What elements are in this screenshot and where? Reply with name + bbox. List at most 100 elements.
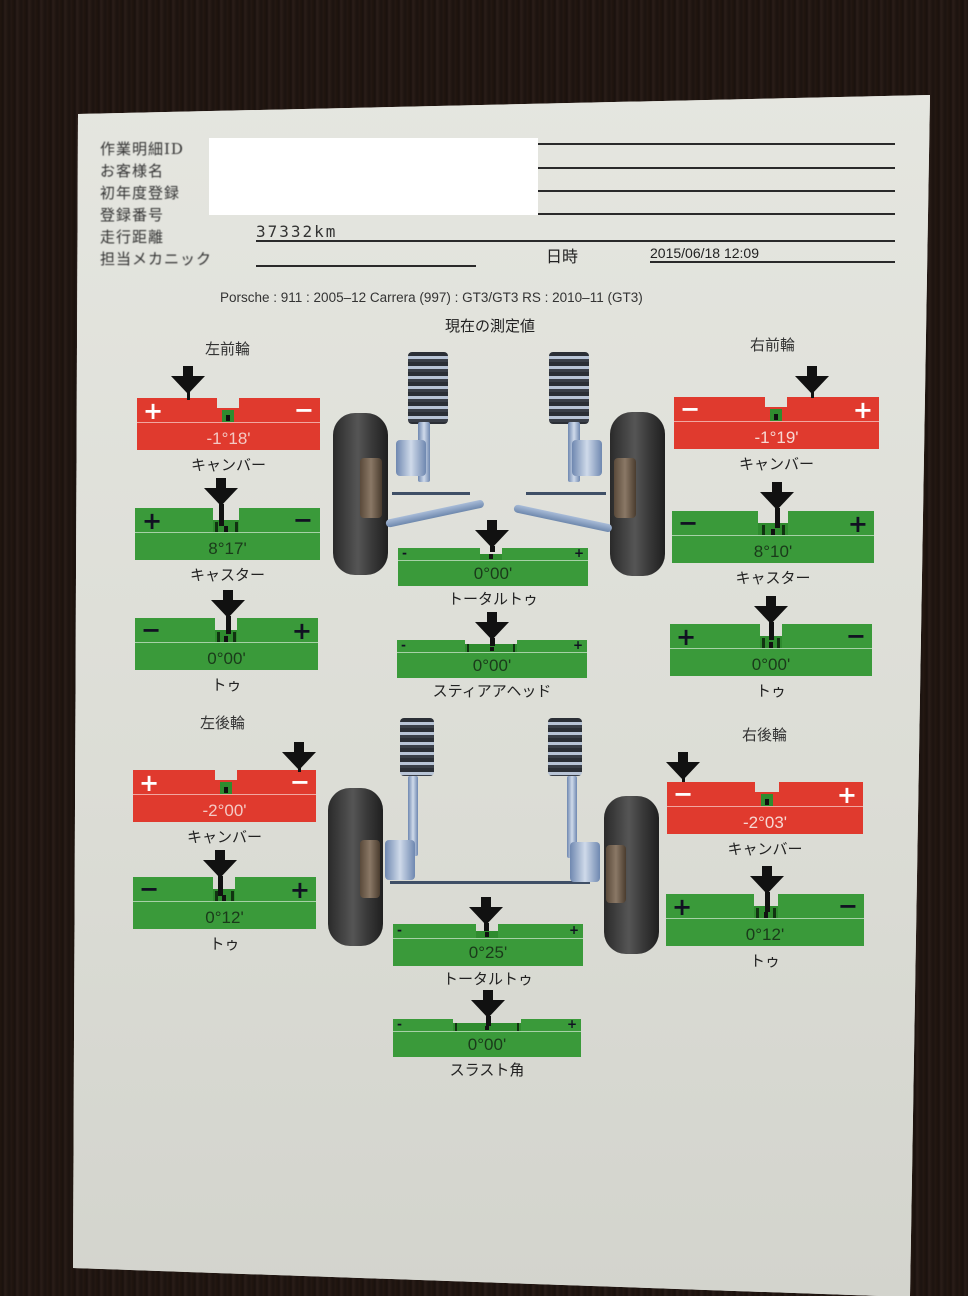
gauge-thrust-angle: - + 0°00' スラスト角 [393, 1017, 581, 1079]
redacted-block [209, 138, 538, 215]
camber-label: キャンバー [190, 456, 266, 474]
plus-sign-icon: + [836, 781, 857, 809]
label-work-id: 作業明細ID [100, 140, 184, 158]
minus-sign-icon: − [680, 395, 701, 423]
toe-label: トゥ [211, 676, 242, 694]
rear-right-carrier [570, 842, 600, 882]
caster-value: 8°17' [208, 539, 247, 558]
gauge-front-right-caster: − + 8°10' キャスター [672, 509, 874, 587]
gauge-rear-left-camber: + − -2°00' キャンバー [133, 768, 316, 846]
camber-label: キャンバー [727, 840, 803, 858]
total-toe-value: 0°25' [468, 943, 508, 962]
camber-label: キャンバー [186, 828, 262, 846]
plus-sign-icon: + [676, 623, 697, 651]
gauge-front-right-toe: + − 0°00' トゥ [670, 622, 872, 700]
caster-value: 8°10' [753, 542, 793, 561]
field-line-customer [538, 167, 895, 169]
front-left-hub [360, 458, 382, 518]
gauge-front-total-toe: - + 0°00' トータルトゥ [398, 546, 588, 608]
label-mechanic: 担当メカニック [100, 250, 213, 268]
front-left-knuckle [396, 440, 426, 476]
plus-sign-icon: + [568, 923, 579, 937]
minus-sign-icon: − [837, 892, 858, 920]
minus-sign-icon: − [139, 875, 160, 903]
field-line-mileage [256, 240, 895, 242]
caster-label: キャスター [189, 566, 265, 584]
camber-value: -1°18' [206, 429, 251, 448]
gauge-rear-left-toe: − + 0°12' トゥ [133, 875, 316, 953]
gauge-front-left-toe: − + 0°00' トゥ [135, 616, 318, 694]
vehicle-spec: Porsche : 911 : 2005–12 Carrera (997) : … [220, 290, 643, 305]
mileage-value: 37332km [256, 222, 338, 241]
minus-sign-icon: - [397, 923, 402, 937]
label-registration-number: 登録番号 [100, 206, 165, 224]
plus-sign-icon: + [142, 507, 163, 535]
label-mileage: 走行距離 [100, 228, 165, 246]
plus-sign-icon: + [139, 769, 160, 797]
front-left-spring [408, 352, 448, 424]
minus-sign-icon: - [402, 546, 407, 560]
total-toe-label: トータルトゥ [442, 970, 533, 988]
front-right-spring [549, 352, 589, 424]
field-line-date [650, 261, 895, 263]
steer-ahead-label: スティアアヘッド [432, 682, 552, 700]
front-right-hub [614, 458, 636, 518]
date-value: 2015/06/18 12:09 [650, 245, 759, 261]
plus-sign-icon: + [291, 617, 312, 645]
toe-value: 0°00' [207, 649, 246, 668]
front-left-tie-rod [392, 492, 470, 495]
field-line-registration-number [256, 213, 895, 215]
plus-sign-icon: + [289, 876, 310, 904]
toe-value: 0°12' [745, 925, 785, 944]
front-right-lower-arm [513, 504, 613, 533]
rear-left-carrier [385, 840, 415, 880]
front-right-knuckle [572, 440, 602, 476]
field-line-first-registration [538, 190, 895, 192]
minus-sign-icon: − [673, 780, 694, 808]
minus-sign-icon: − [289, 768, 310, 796]
total-toe-label: トータルトゥ [447, 590, 538, 608]
plus-sign-icon: + [672, 893, 693, 921]
plus-sign-icon: + [566, 1017, 577, 1031]
plus-sign-icon: + [847, 510, 868, 538]
minus-sign-icon: − [141, 616, 162, 644]
gauge-front-right-camber: − + -1°19' キャンバー [674, 395, 879, 473]
thrust-angle-value: 0°00' [467, 1035, 507, 1054]
label-customer-name: お客様名 [100, 162, 165, 180]
front-right-tie-rod [526, 492, 606, 495]
camber-label: キャンバー [738, 455, 814, 473]
total-toe-value: 0°00' [473, 564, 513, 583]
field-line-mechanic [256, 265, 476, 267]
toe-label: トゥ [209, 935, 240, 953]
rear-right-title: 右後輪 [742, 726, 788, 744]
plus-sign-icon: + [573, 546, 584, 560]
gauge-rear-total-toe: - + 0°25' トータルトゥ [393, 923, 583, 988]
plus-sign-icon: + [572, 638, 583, 652]
gauge-rear-right-camber: − + -2°03' キャンバー [667, 780, 863, 858]
gauge-front-left-camber: + − -1°18' キャンバー [137, 397, 320, 474]
plus-sign-icon: + [143, 397, 164, 425]
thrust-angle-label: スラスト角 [449, 1061, 525, 1079]
minus-sign-icon: - [401, 638, 406, 652]
plus-sign-icon: + [852, 396, 873, 424]
camber-value: -2°00' [202, 801, 247, 820]
page-title: 現在の測定値 [445, 317, 536, 335]
front-left-lower-arm [385, 499, 485, 528]
rear-left-spring [400, 718, 434, 776]
rear-tie-rod [390, 881, 590, 884]
camber-value: -2°03' [742, 813, 788, 832]
steer-ahead-value: 0°00' [472, 656, 512, 675]
front-right-title: 右前輪 [750, 336, 796, 354]
label-first-registration: 初年度登録 [100, 184, 181, 202]
toe-label: トゥ [755, 682, 786, 700]
rear-right-hub [606, 845, 626, 903]
minus-sign-icon: − [292, 506, 313, 534]
minus-sign-icon: − [845, 622, 866, 650]
front-left-title: 左前輪 [205, 340, 251, 358]
gauge-rear-right-toe: + − 0°12' トゥ [666, 892, 864, 970]
camber-value: -1°19' [754, 428, 799, 447]
rear-right-strut [567, 776, 577, 858]
minus-sign-icon: - [397, 1017, 402, 1031]
minus-sign-icon: − [678, 509, 699, 537]
